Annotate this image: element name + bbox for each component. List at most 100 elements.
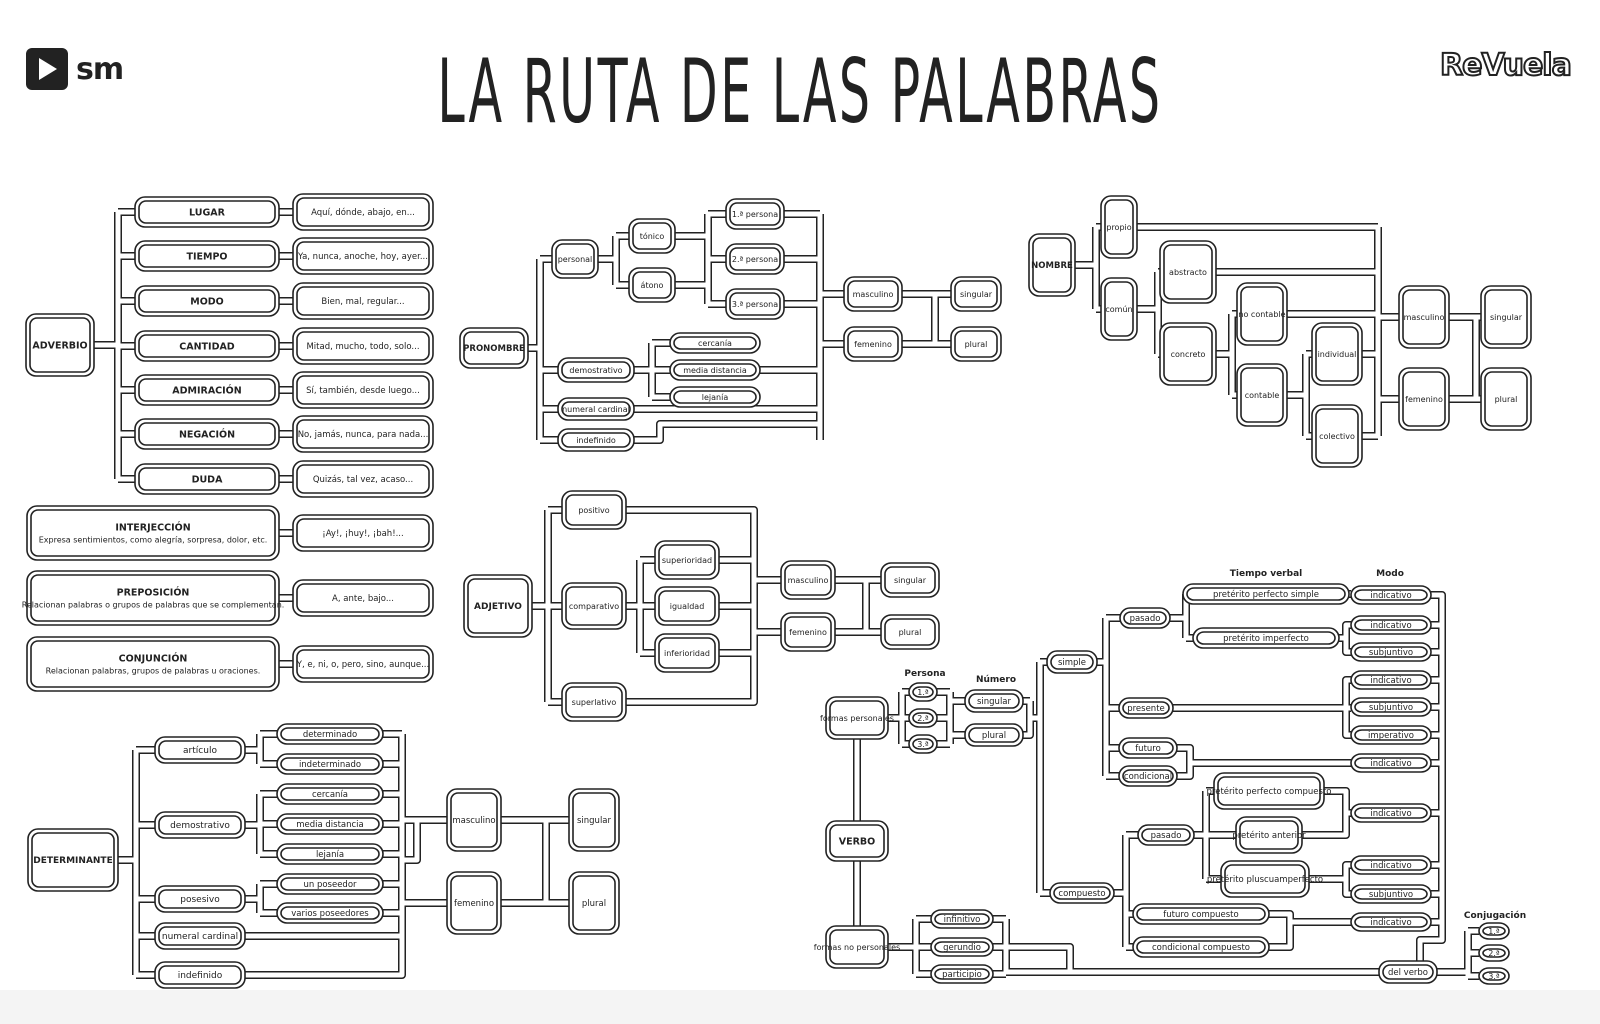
node-ve-infinitivo: infinitivo — [930, 909, 994, 929]
track-fill — [1177, 745, 1351, 766]
node-pr-media: media distancia — [669, 359, 761, 381]
node-label: ADVERBIO — [32, 340, 87, 351]
node-label: femenino — [454, 899, 494, 909]
node-label: determinado — [303, 730, 357, 740]
node-label: superlativo — [572, 698, 617, 707]
node-no-sing: singular — [1480, 285, 1532, 349]
revuela-logo: ReVuela — [1439, 47, 1573, 84]
node-pr-plur: plural — [950, 326, 1002, 362]
node-ve-m-sub3: subjuntivo — [1350, 884, 1432, 904]
route-nodes: ADVERBIO LUGAR Aquí, dónde, abajo, en... TI… — [22, 193, 1532, 989]
node-de-indeterminado: indeterminado — [276, 753, 384, 775]
node-label: 3.ª persona — [732, 300, 778, 309]
node-label: demostrativo — [569, 366, 622, 375]
node-label: masculino — [452, 816, 495, 826]
node-no-propio: propio — [1100, 195, 1138, 259]
node-label: Y, e, ni, o, pero, sino, aunque... — [296, 660, 429, 670]
node-adv-tiempo: TIEMPO — [134, 240, 280, 272]
node-label: inferioridad — [664, 649, 710, 658]
node-label: demostrativo — [170, 821, 230, 831]
node-label: gerundio — [943, 943, 981, 953]
track-fill — [1339, 622, 1351, 641]
node-label: A, ante, bajo... — [332, 594, 394, 604]
node-label: LUGAR — [189, 207, 226, 218]
node-de-media: media distancia — [276, 813, 384, 835]
route-tracks — [94, 208, 1481, 980]
sm-play-icon — [26, 48, 68, 90]
node-label: numeral cardinal — [162, 932, 238, 942]
node-no-concreto: concreto — [1159, 322, 1217, 386]
node-ve-simple: simple — [1046, 650, 1098, 674]
node-label: No, jamás, nunca, para nada... — [298, 430, 429, 440]
node-label: NEGACIÓN — [179, 428, 235, 440]
node-ve-singular: singular — [964, 689, 1024, 713]
node-label: MODO — [190, 296, 224, 307]
node-ve-m-ind4: indicativo — [1350, 753, 1432, 773]
node-de-lejania: lejanía — [276, 843, 384, 865]
node-label: indicativo — [1370, 621, 1411, 631]
node-ve-pasado2: pasado — [1137, 824, 1195, 846]
sm-logo-text: sm — [76, 51, 124, 87]
node-pr-atono: átono — [628, 267, 676, 303]
node-label: cercanía — [312, 790, 348, 800]
node-label: indicativo — [1370, 591, 1411, 601]
node-pr-numeral: numeral cardinal — [557, 397, 635, 421]
node-de-articulo: artículo — [154, 736, 246, 764]
node-label: abstracto — [1169, 268, 1207, 277]
node-label: pretérito pluscuamperfecto — [1207, 874, 1323, 885]
node-de-numeral: numeral cardinal — [154, 922, 246, 950]
node-ve-m-ind5: indicativo — [1350, 803, 1432, 823]
node-label: media distancia — [296, 820, 364, 830]
node-label: igualdad — [670, 602, 705, 611]
node-label: DUDA — [192, 474, 223, 485]
node-no-contable: contable — [1236, 363, 1288, 427]
node-label: Aquí, dónde, abajo, en... — [311, 207, 415, 218]
node-de-plur: plural — [568, 871, 620, 935]
track-fill — [402, 820, 420, 863]
node-adv-duda-ex: Quizás, tal vez, acaso... — [292, 460, 434, 498]
node-no-comun: común — [1100, 277, 1138, 341]
node-label: 2.ª — [917, 714, 929, 723]
node-label: átono — [641, 281, 664, 290]
node-label: indefinido — [178, 971, 223, 981]
node-label: contable — [1245, 391, 1280, 400]
node-ve-m-ind6: indicativo — [1350, 855, 1432, 875]
node-de-demostrativo: demostrativo — [154, 811, 246, 839]
node-adv-negacion: NEGACIÓN — [134, 418, 280, 450]
node-label: indicativo — [1370, 676, 1411, 686]
node-no-nocontable: no contable — [1236, 282, 1288, 346]
node-label: Sí, también, desde luego... — [306, 385, 420, 396]
node-label: pretérito perfecto compuesto — [1207, 786, 1332, 797]
node-ve-ppcompuesto: pretérito perfecto compuesto — [1207, 772, 1332, 810]
track-fill — [1343, 638, 1351, 655]
node-ve-m-sub1: subjuntivo — [1350, 642, 1432, 662]
node-pr-lejania: lejanía — [669, 386, 761, 408]
node-label: Mitad, mucho, todo, solo... — [306, 342, 419, 352]
node-label: femenino — [854, 340, 892, 349]
node-ad-superlativo: superlativo — [561, 682, 627, 722]
node-ve-delverbo: del verbo — [1378, 960, 1438, 984]
node-label: singular — [960, 290, 993, 299]
node-ve-p2: 2.ª — [908, 708, 938, 728]
node-ve-m-ind1: indicativo — [1350, 585, 1432, 605]
track-fill — [634, 421, 820, 443]
node-de-cercania: cercanía — [276, 783, 384, 805]
node-pr-fem: femenino — [843, 326, 903, 362]
track-outline — [1269, 922, 1294, 951]
node-label: Ya, nunca, anoche, hoy, ayer... — [297, 252, 428, 262]
node-adv-admiracion-ex: Sí, también, desde luego... — [292, 371, 434, 409]
node-label: simple — [1058, 658, 1086, 668]
node-label: 3.ª — [917, 740, 929, 749]
node-label: superioridad — [662, 556, 712, 565]
node-ve-futuro: futuro — [1118, 737, 1178, 759]
node-label: singular — [977, 697, 1012, 707]
node-ad-positivo: positivo — [561, 490, 627, 530]
track-fill — [245, 903, 405, 978]
node-adv-modo-ex: Bien, mal, regular... — [292, 282, 434, 320]
node-adv-lugar: LUGAR — [134, 196, 280, 228]
node-label: pretérito anterior — [1232, 830, 1306, 841]
node-nombre: NOMBRE — [1028, 233, 1076, 297]
node-label: indicativo — [1370, 809, 1411, 819]
